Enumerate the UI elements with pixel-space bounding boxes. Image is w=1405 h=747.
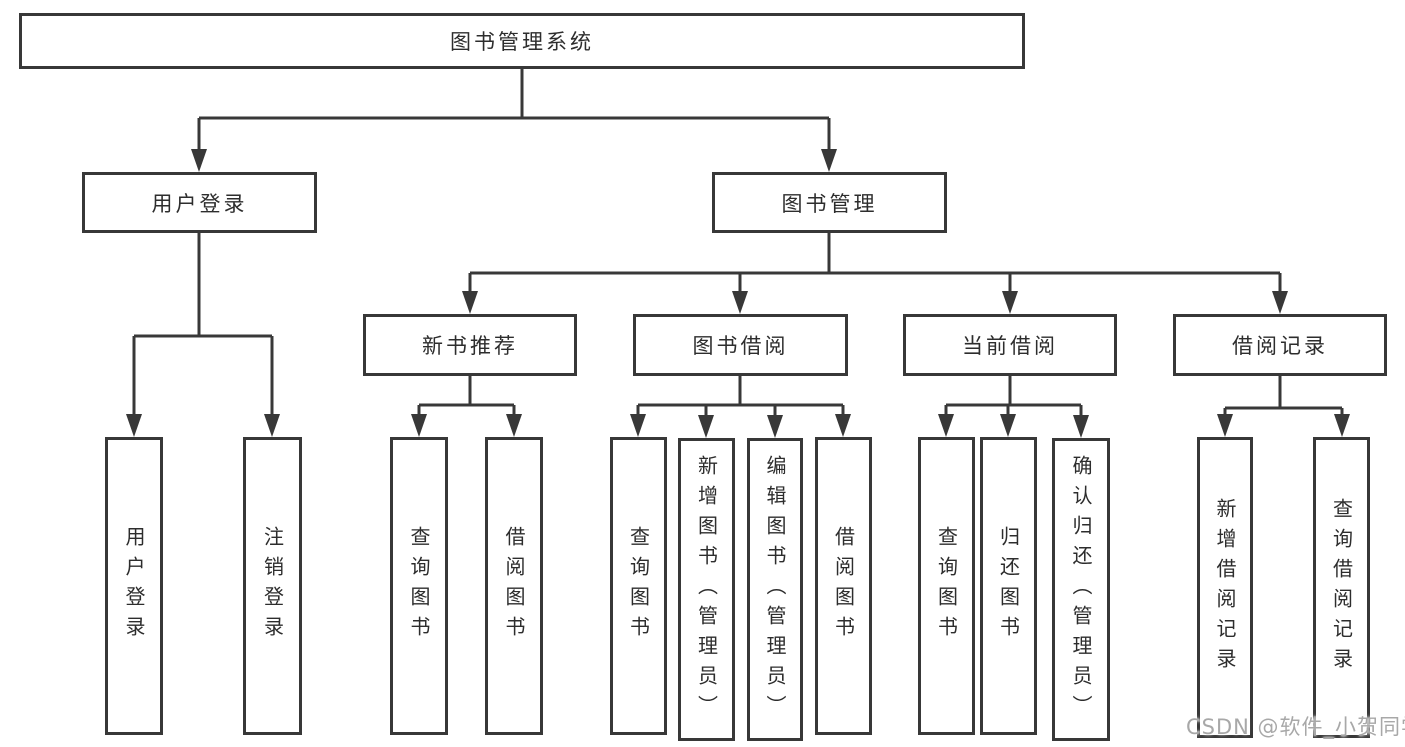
leaf-query-books-recommend: 查询图书 <box>390 437 448 735</box>
node-book-management: 图书管理 <box>712 172 947 233</box>
node-current-borrow: 当前借阅 <box>903 314 1117 376</box>
node-new-book-recommend-label: 新书推荐 <box>422 334 518 358</box>
leaf-borrow-books-borrow-label: 借阅图书 <box>831 526 856 646</box>
leaf-borrow-books-recommend-label: 借阅图书 <box>502 526 526 646</box>
node-book-borrow: 图书借阅 <box>633 314 848 376</box>
leaf-user-login-label: 用户登录 <box>122 526 146 646</box>
leaf-add-borrow-record: 新增借阅记录 <box>1197 437 1253 738</box>
node-book-borrow-label: 图书借阅 <box>692 334 789 358</box>
node-borrow-records: 借阅记录 <box>1173 314 1387 376</box>
node-root-system: 图书管理系统 <box>19 13 1025 69</box>
leaf-add-books-admin-label: 新增图书（管理员） <box>694 454 719 725</box>
node-new-book-recommend: 新书推荐 <box>363 314 577 376</box>
leaf-return-books: 归还图书 <box>980 437 1037 735</box>
leaf-add-borrow-record-label: 新增借阅记录 <box>1213 497 1237 678</box>
leaf-query-books-borrow: 查询图书 <box>610 437 667 735</box>
node-current-borrow-label: 当前借阅 <box>962 334 1058 358</box>
leaf-confirm-return-admin-label: 确认归还（管理员） <box>1069 454 1093 725</box>
watermark: CSDN @软件_小贺同学 <box>1186 715 1405 739</box>
node-book-management-label: 图书管理 <box>781 191 878 216</box>
leaf-query-books-recommend-label: 查询图书 <box>407 526 431 646</box>
leaf-query-books-current-label: 查询图书 <box>934 526 959 646</box>
leaf-user-login: 用户登录 <box>105 437 163 735</box>
leaf-logout-login: 注销登录 <box>243 437 302 735</box>
leaf-borrow-books-recommend: 借阅图书 <box>485 437 543 735</box>
node-user-login-label: 用户登录 <box>151 191 248 216</box>
leaf-query-books-current: 查询图书 <box>918 437 975 735</box>
leaf-query-borrow-record: 查询借阅记录 <box>1313 437 1370 738</box>
leaf-query-borrow-record-label: 查询借阅记录 <box>1329 497 1354 678</box>
leaf-return-books-label: 归还图书 <box>996 526 1021 646</box>
leaf-query-books-borrow-label: 查询图书 <box>626 526 651 646</box>
leaf-borrow-books-borrow: 借阅图书 <box>815 437 872 735</box>
leaf-logout-login-label: 注销登录 <box>260 526 285 646</box>
node-root-label: 图书管理系统 <box>450 30 594 54</box>
leaf-edit-books-admin-label: 编辑图书（管理员） <box>763 454 787 725</box>
leaf-edit-books-admin: 编辑图书（管理员） <box>747 438 803 741</box>
node-borrow-records-label: 借阅记录 <box>1232 334 1328 358</box>
leaf-confirm-return-admin: 确认归还（管理员） <box>1052 438 1110 741</box>
node-user-login: 用户登录 <box>82 172 317 233</box>
leaf-add-books-admin: 新增图书（管理员） <box>678 438 735 741</box>
